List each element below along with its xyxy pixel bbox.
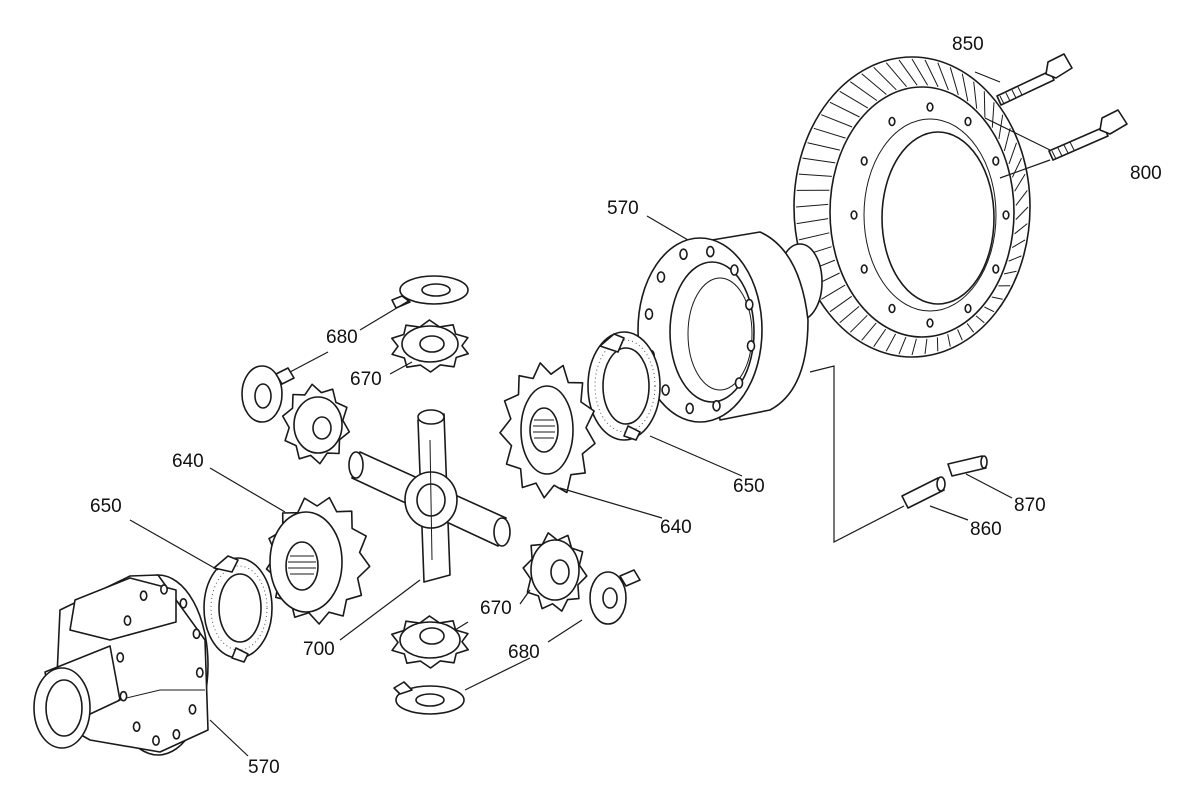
callout-700: 700 [303, 639, 335, 660]
thrust-washer-side-left [241, 365, 295, 423]
leader-lines [129, 215, 1013, 757]
pinion-gear-lower-670 [390, 615, 470, 669]
bolt-800 [1048, 109, 1128, 161]
diff-case-left [33, 574, 209, 756]
callout-860: 860 [970, 519, 1002, 540]
thrust-washer-side-right [589, 569, 641, 625]
callout-570-right: 570 [607, 198, 639, 219]
callout-680-upper: 680 [326, 327, 358, 348]
thrust-washer-lower-680 [393, 681, 465, 715]
callout-870: 870 [1014, 495, 1046, 516]
side-gear-right-640 [499, 362, 596, 499]
bolt-850 [996, 53, 1073, 106]
callout-800: 800 [1130, 163, 1162, 184]
pinion-gear-upper-670 [390, 319, 470, 373]
spider-cross-700 [348, 409, 511, 583]
shim-left-650 [203, 555, 273, 663]
callout-650-left: 650 [90, 496, 122, 517]
callout-570-left: 570 [248, 757, 280, 778]
thrust-washer-upper-680 [391, 275, 469, 309]
pin-860 [901, 476, 946, 509]
callout-640-left: 640 [172, 451, 204, 472]
pin-870 [947, 455, 988, 477]
callout-670-upper: 670 [350, 369, 382, 390]
callout-850: 850 [952, 34, 984, 55]
side-gear-left-640 [265, 496, 371, 625]
callout-680-lower: 680 [508, 642, 540, 663]
callout-650-right: 650 [733, 476, 765, 497]
diff-case-right [637, 231, 823, 423]
pinion-gear-right-670 [522, 532, 588, 612]
ring-gear [793, 56, 1031, 358]
callout-670-lower: 670 [480, 598, 512, 619]
callout-640-right: 640 [660, 517, 692, 538]
shim-right-650 [587, 331, 661, 441]
pinion-gear-left-670 [281, 383, 351, 465]
